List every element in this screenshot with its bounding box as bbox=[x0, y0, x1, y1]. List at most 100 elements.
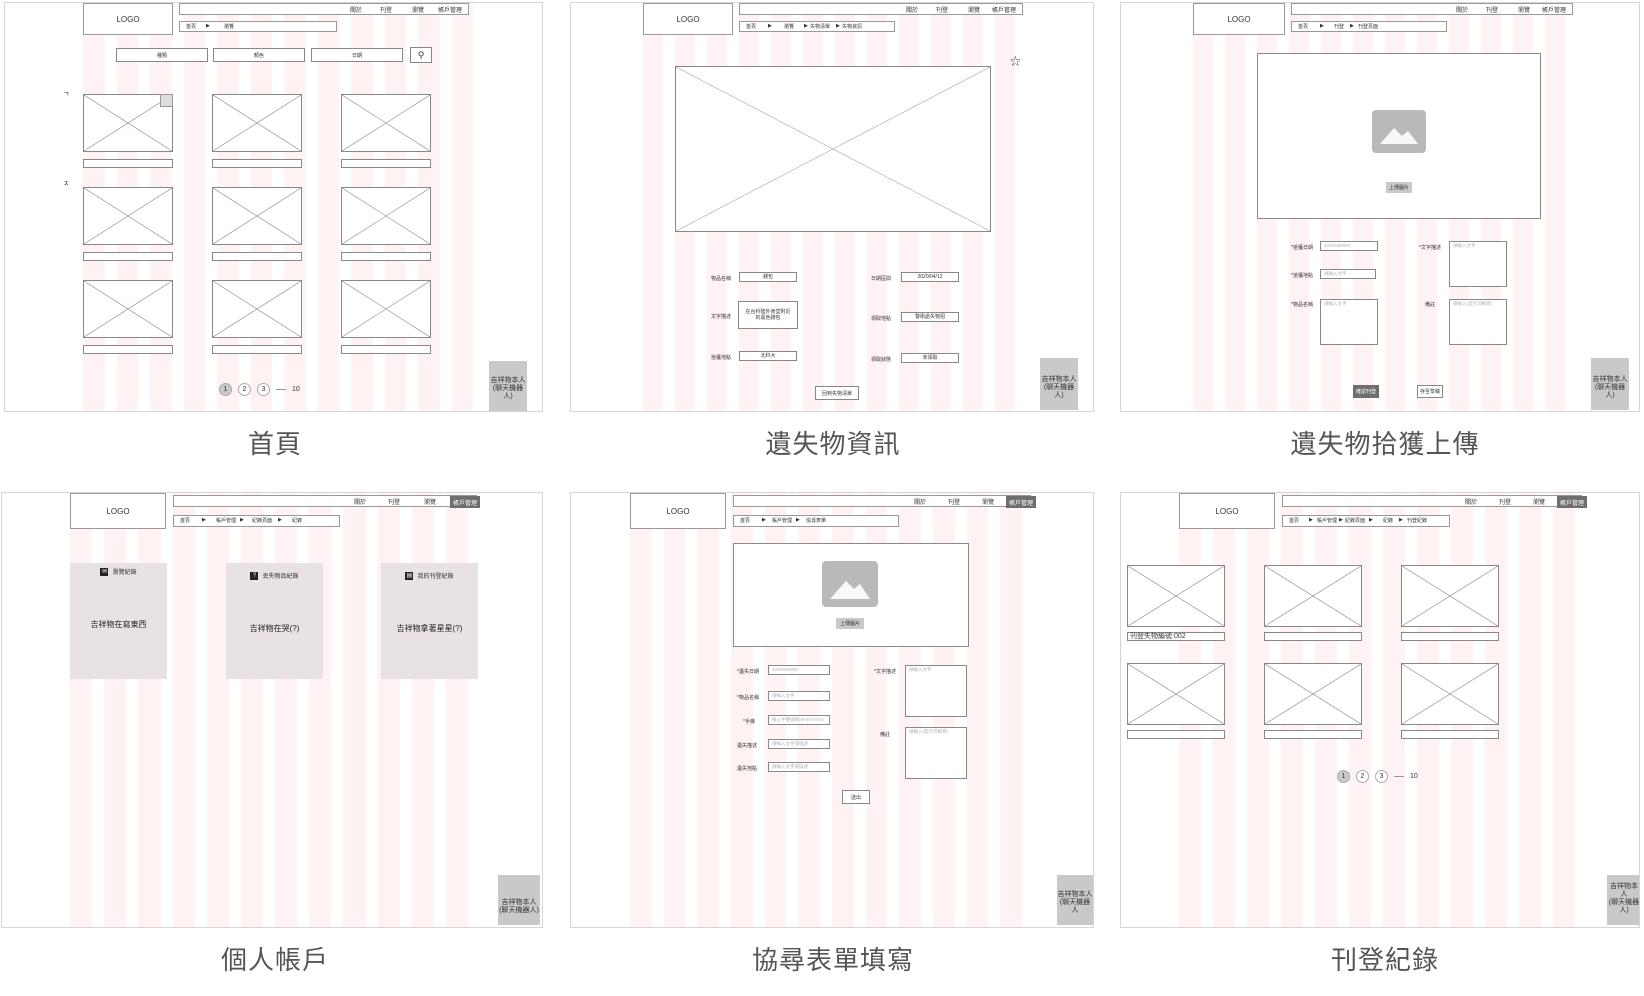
page-3[interactable]: 3 bbox=[257, 383, 270, 396]
nav-browse[interactable]: 瀏覽 bbox=[1533, 500, 1546, 506]
crumb-browse[interactable]: 瀏覽 bbox=[224, 24, 235, 30]
item-thumbnail[interactable] bbox=[83, 94, 173, 152]
page-1[interactable]: 1 bbox=[219, 383, 232, 396]
nav-post[interactable]: 刊登 bbox=[380, 8, 393, 14]
save-draft-button[interactable]: 存至草稿 bbox=[1417, 385, 1443, 398]
filter-type[interactable]: 種類 bbox=[116, 48, 208, 62]
nav-browse[interactable]: 瀏覽 bbox=[412, 8, 425, 14]
crumb-home[interactable]: 首頁 bbox=[1298, 24, 1309, 30]
item-thumbnail[interactable] bbox=[212, 280, 302, 338]
nav-post[interactable]: 刊登 bbox=[1486, 8, 1499, 14]
item-thumbnail[interactable] bbox=[212, 94, 302, 152]
crumb-home[interactable]: 首頁 bbox=[180, 518, 191, 524]
nav-browse[interactable]: 瀏覽 bbox=[424, 500, 437, 506]
nav-post[interactable]: 刊登 bbox=[388, 500, 401, 506]
nav-post[interactable]: 刊登 bbox=[936, 8, 949, 14]
submit-button[interactable]: 送出 bbox=[842, 790, 870, 804]
item-thumbnail[interactable] bbox=[212, 187, 302, 245]
record-thumbnail[interactable] bbox=[1127, 663, 1225, 725]
crumb-account[interactable]: 帳戶管理 bbox=[216, 518, 237, 524]
favorite-star-icon[interactable]: ☆ bbox=[1009, 53, 1022, 69]
input-description[interactable]: 請輸入文字 bbox=[1449, 241, 1507, 287]
logo[interactable]: LOGO bbox=[1193, 3, 1285, 35]
chatbot-button[interactable]: 吉祥物本人 (聊天機器人) bbox=[489, 361, 527, 411]
crumb-home[interactable]: 首頁 bbox=[186, 24, 197, 30]
input-item-name[interactable]: 請輸入文字 bbox=[768, 691, 830, 701]
crumb-home[interactable]: 首頁 bbox=[1289, 518, 1300, 524]
page-2[interactable]: 2 bbox=[238, 383, 251, 396]
chatbot-button[interactable]: 吉祥物本人 (聊天機器人) bbox=[1040, 358, 1078, 410]
nav-browse[interactable]: 瀏覽 bbox=[982, 500, 995, 506]
record-thumbnail[interactable] bbox=[1401, 663, 1499, 725]
input-lost-place[interactable]: 請輸入文字或描述 bbox=[768, 762, 830, 772]
nav-account[interactable]: 帳戶管理 bbox=[992, 8, 1017, 14]
nav-about[interactable]: 關於 bbox=[906, 8, 919, 14]
upload-image-button[interactable]: 上傳圖片 bbox=[1386, 182, 1412, 193]
item-thumbnail[interactable] bbox=[341, 280, 431, 338]
nav-account[interactable]: 帳戶管理 bbox=[438, 8, 463, 14]
filter-color[interactable]: 顏色 bbox=[213, 48, 305, 62]
nav-account-active[interactable]: 帳戶管理 bbox=[1557, 496, 1588, 508]
confirm-post-button[interactable]: 確認刊登 bbox=[1353, 385, 1379, 398]
nav-about[interactable]: 關於 bbox=[1465, 500, 1478, 506]
crumb-account[interactable]: 帳戶管理 bbox=[1317, 518, 1338, 524]
crumb-info[interactable]: 失物資訊 bbox=[842, 24, 863, 30]
input-item-name[interactable]: 請輸入文字 bbox=[1320, 299, 1378, 345]
crumb-records-page[interactable]: 紀錄頁面 bbox=[1345, 518, 1366, 524]
crumb-post-page[interactable]: 刊登頁面 bbox=[1358, 24, 1379, 30]
item-thumbnail[interactable] bbox=[341, 94, 431, 152]
page-10[interactable]: 10 bbox=[292, 386, 300, 393]
page-2[interactable]: 2 bbox=[1356, 770, 1369, 783]
record-thumbnail[interactable] bbox=[1264, 565, 1362, 627]
card-lost-item-history[interactable]: ?丟失物品紀錄 吉祥物在哭(?) bbox=[226, 563, 323, 679]
card-my-posts[interactable]: ▤我的刊登紀錄 吉祥物拿著星星(?) bbox=[381, 563, 478, 679]
record-thumbnail[interactable] bbox=[1264, 663, 1362, 725]
input-description[interactable]: 請輸入文字 bbox=[905, 665, 967, 717]
crumb-records-page[interactable]: 紀錄頁面 bbox=[252, 518, 273, 524]
crumb-browse[interactable]: 瀏覽 bbox=[784, 24, 795, 30]
input-phone[interactable]: 輸入手機號碼09-XXXXXX bbox=[768, 715, 830, 725]
nav-account-active[interactable]: 帳戶管理 bbox=[1006, 496, 1037, 508]
nav-browse[interactable]: 瀏覽 bbox=[1518, 8, 1531, 14]
nav-about[interactable]: 關於 bbox=[914, 500, 927, 506]
chatbot-button[interactable]: 吉祥物本人 (聊天機器人) bbox=[498, 875, 540, 925]
logo[interactable]: LOGO bbox=[70, 493, 166, 529]
chatbot-button[interactable]: 吉祥物本人 (聊天機器人) bbox=[1591, 358, 1629, 410]
crumb-search-form[interactable]: 協尋表單 bbox=[806, 518, 827, 524]
item-thumbnail[interactable] bbox=[83, 280, 173, 338]
item-thumbnail[interactable] bbox=[341, 187, 431, 245]
nav-browse[interactable]: 瀏覽 bbox=[968, 8, 981, 14]
page-10[interactable]: 10 bbox=[1410, 773, 1418, 780]
search-button[interactable]: ⚲ bbox=[410, 47, 432, 63]
nav-post[interactable]: 刊登 bbox=[948, 500, 961, 506]
page-1[interactable]: 1 bbox=[1337, 770, 1350, 783]
input-lost-date[interactable]: 2020/MM/DD bbox=[768, 665, 830, 675]
logo[interactable]: LOGO bbox=[83, 3, 173, 35]
upload-image-button[interactable]: 上傳圖片 bbox=[836, 618, 864, 629]
chatbot-button[interactable]: 吉祥物本人 (聊天機器人) bbox=[1607, 875, 1639, 925]
crumb-post-records[interactable]: 刊登紀錄 bbox=[1407, 518, 1428, 524]
page-3[interactable]: 3 bbox=[1375, 770, 1388, 783]
input-lost-description[interactable]: 請輸入文字或描述 bbox=[768, 739, 830, 749]
logo[interactable]: LOGO bbox=[1179, 493, 1275, 529]
nav-post[interactable]: 刊登 bbox=[1499, 500, 1512, 506]
crumb-account[interactable]: 帳戶管理 bbox=[772, 518, 793, 524]
crumb-records[interactable]: 紀錄 bbox=[292, 518, 303, 524]
input-notes[interactable]: 請輸入(是否可郵寄) bbox=[905, 727, 967, 779]
crumb-list[interactable]: 失物清單 bbox=[810, 24, 831, 30]
nav-about[interactable]: 關於 bbox=[350, 8, 363, 14]
filter-date[interactable]: 日期 bbox=[311, 48, 403, 62]
logo[interactable]: LOGO bbox=[630, 493, 726, 529]
card-browse-history[interactable]: ✉瀏覽紀錄 吉祥物在寫東西 bbox=[70, 563, 167, 679]
input-notes[interactable]: 請輸入(是否可郵寄) bbox=[1449, 299, 1507, 345]
chatbot-button[interactable]: 吉祥物本人 (聊天機器人 bbox=[1057, 875, 1093, 925]
crumb-post[interactable]: 刊登 bbox=[1334, 24, 1345, 30]
input-found-place[interactable]: 請輸入文字 bbox=[1320, 269, 1376, 279]
record-thumbnail[interactable] bbox=[1401, 565, 1499, 627]
record-thumbnail[interactable] bbox=[1127, 565, 1225, 627]
nav-account[interactable]: 帳戶管理 bbox=[1542, 8, 1567, 14]
input-found-date[interactable]: 2020/MM/DD bbox=[1320, 241, 1378, 251]
back-to-list-button[interactable]: 回到失物清單 bbox=[815, 386, 859, 400]
nav-about[interactable]: 關於 bbox=[354, 500, 367, 506]
crumb-records[interactable]: 紀錄 bbox=[1383, 518, 1394, 524]
